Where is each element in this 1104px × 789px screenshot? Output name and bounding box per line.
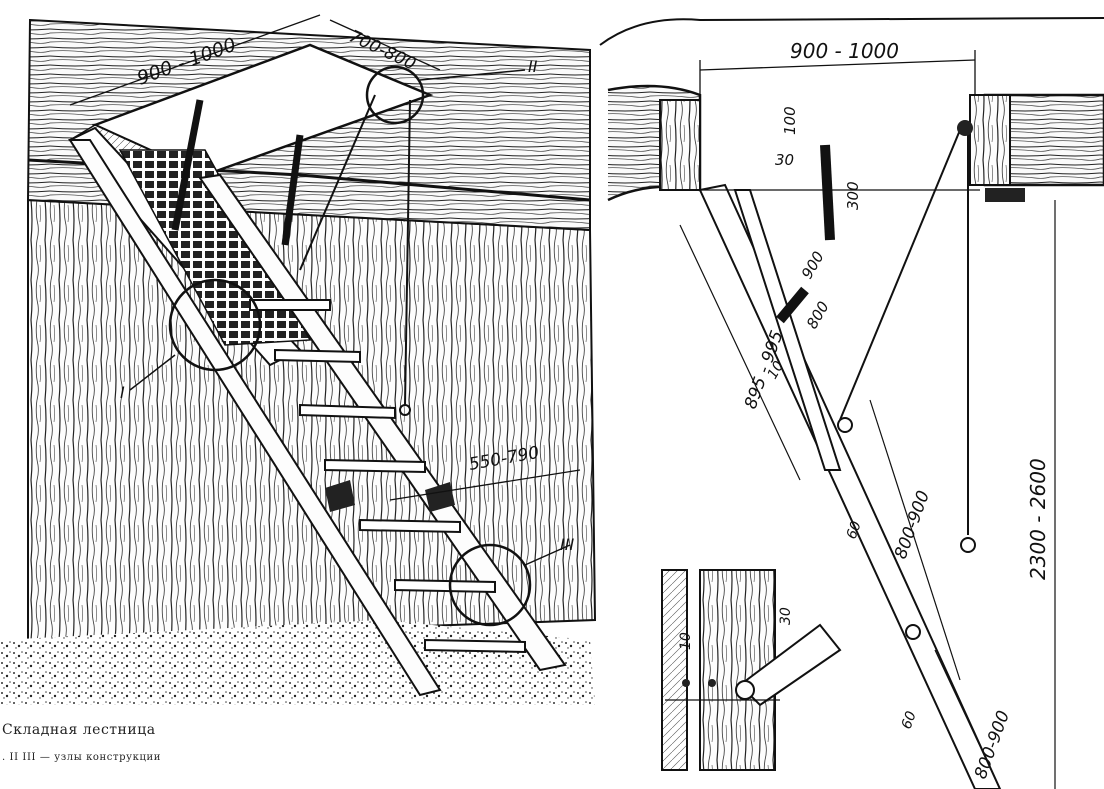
marker-node-1: I (120, 383, 125, 402)
marker-node-2: II (528, 57, 538, 76)
dim-10: 10 (765, 358, 788, 382)
figure-legend: . II III — узлы конструкции (2, 752, 162, 763)
dim-30: 30 (775, 151, 794, 169)
perspective-illustration: 900 - 1000 700-800 550-790 I II III (0, 14, 597, 705)
detail-dim-10: 10 (678, 632, 694, 650)
figure-caption: Складная лестница (2, 722, 156, 738)
dim-60-a: 60 (844, 519, 865, 541)
side-view-drawing: 900 - 1000 100 30 300 900 800 10 895 - 9… (599, 17, 1104, 789)
detail-dim-30: 30 (778, 607, 794, 625)
dim-opening-width: 900 - 1000 (790, 39, 899, 63)
dim-300: 300 (844, 181, 862, 210)
dim-800: 800 (803, 298, 833, 332)
hinge-detail-drawing: 10 30 (661, 569, 842, 771)
marker-node-3: III (560, 535, 574, 554)
dim-900: 900 (798, 248, 828, 282)
dim-60-b: 60 (899, 709, 920, 731)
dim-2300-2600: 2300 - 2600 (1026, 458, 1050, 580)
dim-800-900-a: 800-900 (891, 488, 934, 562)
dim-100: 100 (781, 106, 799, 135)
